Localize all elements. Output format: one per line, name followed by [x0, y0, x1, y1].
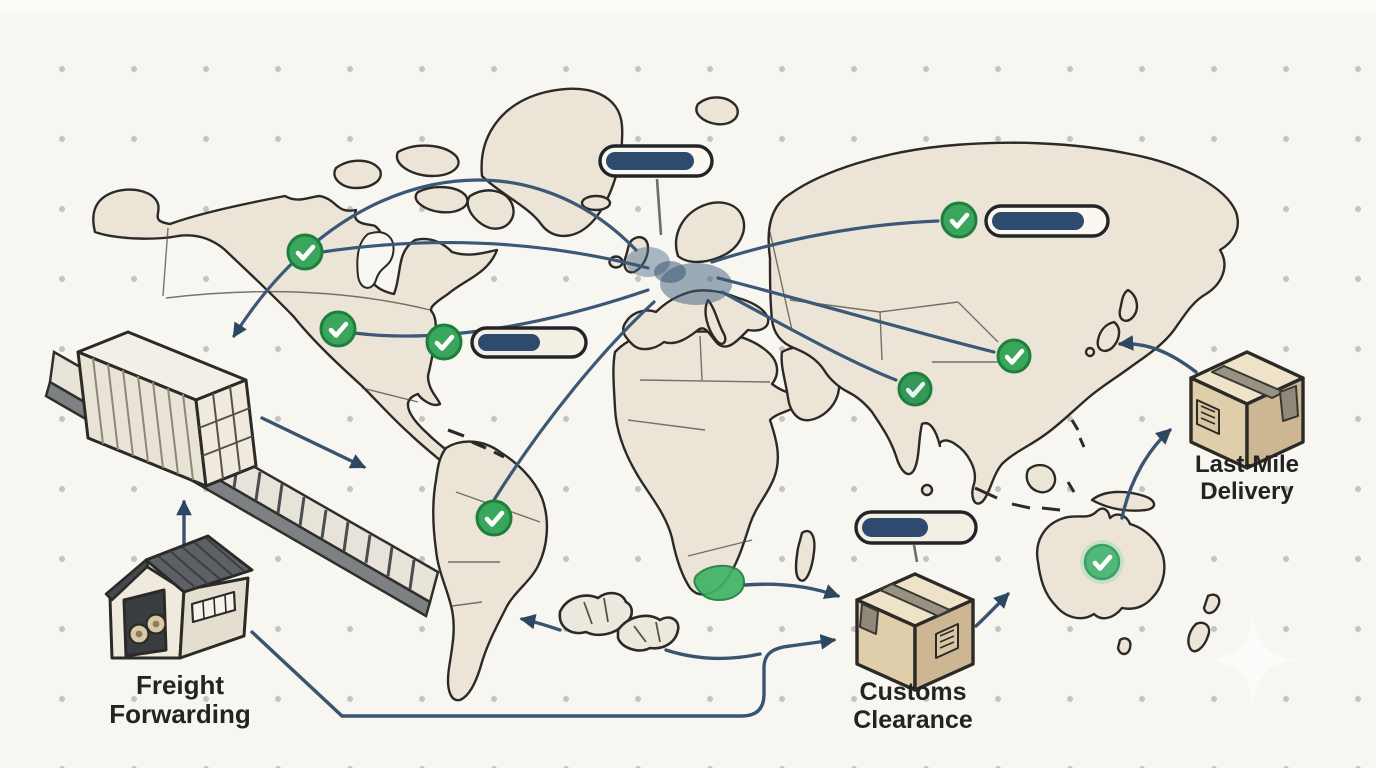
progress-pill-north-america	[470, 326, 588, 359]
checkmark-icon	[295, 244, 316, 261]
map-sri-lanka	[920, 483, 934, 497]
europe-hub	[626, 247, 732, 305]
checkpoint-brazil	[475, 499, 513, 537]
checkpoint-india	[897, 371, 933, 407]
map-hudson-bay	[356, 231, 395, 289]
checkpoint-usa	[319, 310, 357, 348]
progress-fill-north-america	[478, 334, 540, 351]
map-borders	[162, 227, 1004, 607]
arrow-parcel-west	[519, 613, 562, 632]
damaged-parcels-icon	[558, 591, 680, 652]
map-new-zealand	[1187, 593, 1221, 653]
checkmark-icon	[484, 510, 505, 527]
arrow-customs-to-australia	[974, 592, 1010, 628]
sparkle-decoration	[1210, 615, 1296, 704]
map-north-america	[92, 188, 499, 488]
last-mile-line2: Delivery	[1200, 477, 1294, 505]
route-brazil-to-europe	[492, 300, 656, 502]
map-africa	[612, 330, 807, 596]
shipping-container-icon	[76, 330, 258, 488]
customs-clearance-label: Customs Clearance	[853, 678, 973, 734]
map-south-america	[432, 440, 549, 702]
freight-forwarding-label: Freight Forwarding	[109, 670, 251, 730]
map-svalbard	[695, 96, 739, 126]
customs-box-icon	[855, 572, 975, 692]
checkmark-icon	[949, 212, 970, 229]
arrow-freight-to-customs	[250, 630, 837, 718]
arrow-lastmile-to-japan	[1117, 335, 1198, 374]
map-japan-south	[1084, 346, 1096, 358]
checkpoint-china	[996, 338, 1032, 374]
progress-fill-africa-south	[862, 518, 928, 537]
top-strip	[0, 0, 1376, 13]
arrow-south-africa-to-customs	[743, 582, 841, 600]
checkmark-icon	[1092, 554, 1113, 571]
route-europe-to-container	[232, 178, 638, 338]
progress-fill-russia	[992, 212, 1084, 230]
connector-parcels-merge	[664, 648, 762, 661]
arrow-conveyor-direction	[260, 416, 367, 469]
checkmark-icon	[328, 321, 349, 338]
arrow-to-lastmile	[1120, 428, 1172, 520]
map-japan	[1096, 288, 1139, 352]
map-iceland	[580, 194, 612, 212]
delivery-box-icon	[1189, 350, 1305, 470]
map-new-guinea	[1090, 490, 1156, 512]
map-madagascar	[794, 529, 816, 582]
route-europe-to-russia	[710, 219, 940, 264]
checkmark-icon	[905, 381, 926, 398]
map-indonesia	[974, 419, 1086, 512]
progress-fill-europe-top	[606, 152, 694, 170]
checkpoint-north-america-pill	[425, 323, 463, 361]
checkmark-icon	[434, 334, 455, 351]
last-mile-line1: Last-Mile	[1194, 451, 1299, 478]
progress-pill-russia	[984, 204, 1110, 238]
checkpoint-canada	[286, 233, 324, 271]
checkmark-icon	[1004, 348, 1025, 365]
checkpoint-russia-pill	[940, 201, 978, 239]
map-caribbean	[447, 428, 505, 459]
progress-pill-europe-top	[598, 144, 714, 236]
map-tasmania	[1116, 637, 1132, 656]
last-mile-delivery-label: Last-Mile Delivery	[1182, 451, 1312, 506]
checkpoint-australia	[1080, 540, 1124, 584]
world-map	[92, 87, 1239, 702]
progress-pill-africa-south	[854, 510, 978, 563]
route-canada-to-europe	[320, 241, 650, 270]
route-europe-to-india	[720, 290, 898, 382]
route-europe-to-china	[716, 276, 996, 354]
map-italy	[704, 298, 727, 345]
map-arctic-islands	[333, 144, 515, 230]
warehouse-icon	[104, 534, 254, 660]
map-scandinavia	[674, 201, 746, 264]
map-borneo	[1025, 463, 1057, 494]
map-asia	[767, 141, 1239, 505]
south-africa-highlight	[693, 564, 745, 601]
